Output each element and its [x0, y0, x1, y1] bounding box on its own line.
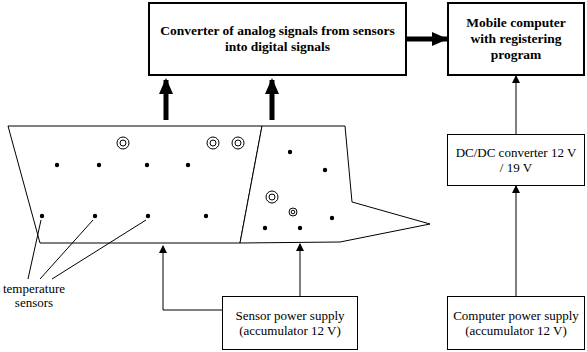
box-text: Converter of analog signals from sensors…: [155, 23, 400, 55]
power-wire: [300, 244, 301, 296]
sensor-dots: [40, 150, 334, 230]
sensor-plate: [8, 126, 262, 243]
sensor-plate: [240, 126, 430, 243]
dcdc-box: DC/DC converter 12 V / 19 V: [447, 134, 585, 186]
converter-box: Converter of analog signals from sensors…: [148, 2, 407, 76]
connector-sockets: [117, 137, 297, 216]
connector-arrow: [516, 76, 517, 134]
box-text: DC/DC converter 12 V / 19 V: [453, 145, 579, 175]
signal-arrow: [164, 80, 169, 120]
leader-lines: [28, 220, 146, 279]
box-text: Mobile computer with registering program: [454, 15, 578, 63]
box-text: Computer power supply (accumulator 12 V): [453, 308, 579, 338]
sensor-label: temperature sensors: [2, 282, 66, 310]
signal-arrow: [270, 80, 275, 120]
power-supply-box: Sensor power supply (accumulator 12 V): [222, 296, 358, 350]
box-text: Sensor power supply (accumulator 12 V): [228, 308, 352, 338]
connector-arrow: [516, 186, 517, 296]
power-supply-box: Computer power supply (accumulator 12 V): [447, 296, 585, 350]
computer-box: Mobile computer with registering program: [447, 2, 585, 76]
power-wire: [163, 246, 222, 310]
connector-arrow: [407, 37, 447, 42]
